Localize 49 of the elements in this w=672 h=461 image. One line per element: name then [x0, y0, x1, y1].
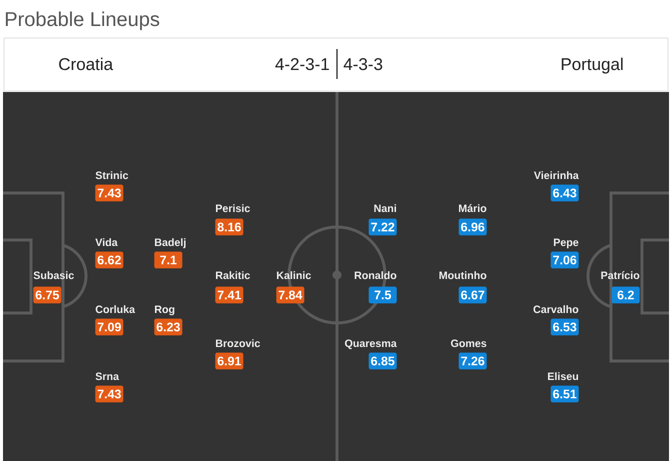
- rating-badge: 7.84: [276, 286, 304, 304]
- player-name: Carvalho: [534, 305, 578, 314]
- player-name: Brozovic: [216, 339, 260, 348]
- team-name: Portugal: [562, 58, 623, 74]
- player-name: Gomes: [451, 340, 486, 348]
- player-name: Pepe: [554, 238, 578, 248]
- player-name: Quaresma: [345, 340, 397, 350]
- rating-badge: 7.43: [95, 184, 124, 202]
- title: Probable Lineups: [6, 12, 160, 30]
- player-name: Vida: [95, 238, 118, 246]
- rating-badge: 7.26: [458, 352, 487, 370]
- rating-badge: 6.2: [612, 286, 640, 304]
- player-name: Ronaldo: [354, 271, 396, 280]
- rating-badge: 7.1: [154, 252, 182, 268]
- rating-badge: 6.75: [33, 286, 62, 304]
- rating-badge: 6.96: [458, 218, 487, 236]
- rating-badge: 6.23: [154, 318, 182, 336]
- player-name: Strinic: [96, 171, 128, 180]
- rating-badge: 7.06: [550, 252, 579, 268]
- rating-badge: 7.22: [368, 218, 397, 236]
- player-name: Rakitic: [216, 271, 250, 280]
- player-name: Rog: [154, 306, 174, 316]
- rating-badge: 6.53: [550, 318, 579, 336]
- player-name: Kalinic: [276, 271, 311, 280]
- rating-badge: 6.43: [550, 184, 579, 202]
- player-name: Corluka: [96, 305, 136, 314]
- rating-badge: 7.5: [368, 286, 397, 304]
- rating-badge: 7.09: [95, 318, 124, 336]
- player-name: Moutinho: [439, 271, 486, 280]
- rating-badge: 6.67: [458, 286, 487, 304]
- formation: 4-3-3: [344, 58, 382, 70]
- rating-badge: 6.91: [215, 352, 244, 370]
- player-name: Subasic: [34, 271, 74, 280]
- rating-badge: 7.41: [215, 286, 244, 304]
- player-name: Badelj: [154, 238, 186, 248]
- rating-badge: 6.62: [95, 252, 124, 268]
- player-name: Patrício: [601, 271, 640, 280]
- player-name: Vieirinha: [534, 171, 579, 180]
- rating-badge: 8.16: [215, 218, 244, 236]
- formation: 4-2-3-1: [275, 58, 329, 70]
- player-name: Perisic: [216, 204, 250, 212]
- rating-badge: 7.43: [95, 386, 124, 402]
- team-name: Croatia: [59, 58, 114, 70]
- rating-badge: 6.51: [550, 386, 579, 402]
- player-name: Srna: [96, 372, 120, 380]
- rating-badge: 6.85: [368, 352, 397, 370]
- player-name: Eliseu: [548, 372, 578, 380]
- player-name: Nani: [374, 204, 396, 212]
- player-name: Mário: [459, 204, 486, 212]
